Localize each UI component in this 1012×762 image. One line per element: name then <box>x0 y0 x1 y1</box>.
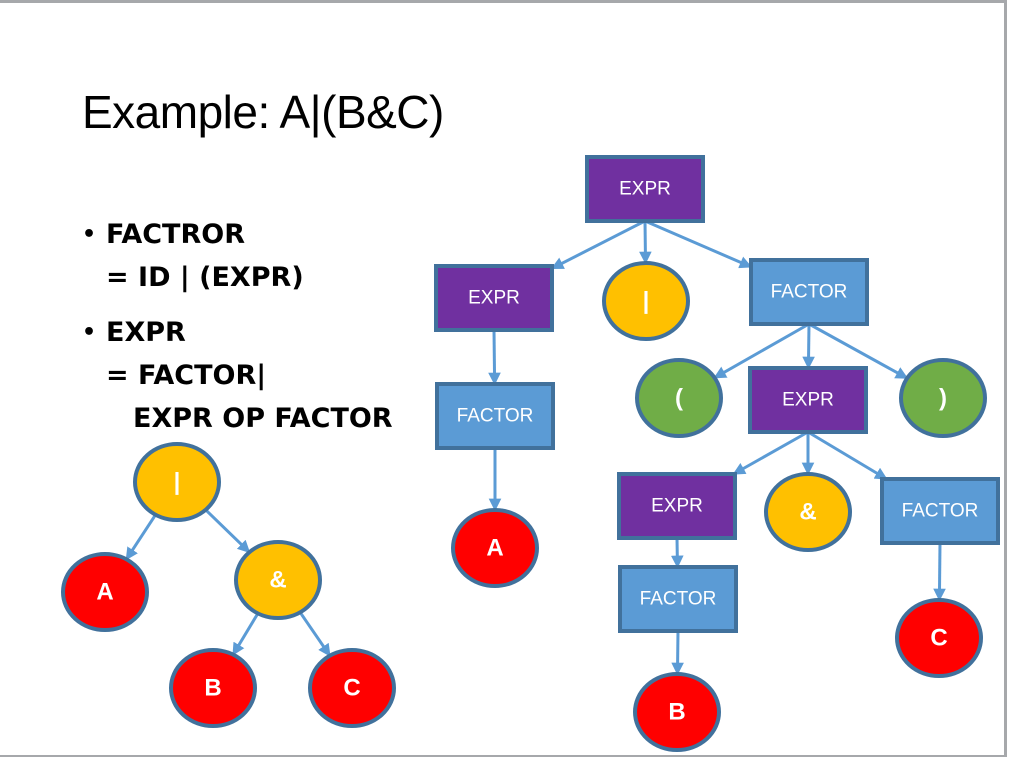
parse-tree-node-idB: B <box>633 672 721 752</box>
parse-tree-node-circle <box>764 472 852 552</box>
parse-tree-node-expr1: EXPR <box>434 264 554 332</box>
slide-title: Example: A|(B&C) <box>82 86 444 138</box>
parse-tree-node-label: FACTOR <box>902 501 979 522</box>
parse-tree-node-label: ) <box>939 385 947 412</box>
parse-tree-edge-factor3-to-idB <box>671 630 684 676</box>
parse-tree-node-circle <box>633 672 721 752</box>
rule-body-continuation: EXPR OP FACTOR <box>133 403 393 434</box>
ast-edge-or-to-and <box>204 508 251 554</box>
parse-tree-edge-factor2-to-idC <box>933 542 946 602</box>
parse-tree-node-label: FACTOR <box>771 282 848 303</box>
parse-tree-edge-factor0-to-rparen <box>808 322 909 380</box>
parse-tree-node-label: C <box>930 625 947 652</box>
rule-body: = FACTOR| <box>106 360 267 391</box>
parse-tree-node-label: A <box>486 535 503 562</box>
parse-tree-node-box <box>617 472 737 540</box>
parse-tree-node-factor0: FACTOR <box>749 258 869 326</box>
ast-node-circle <box>133 442 221 522</box>
ast-node-circle <box>234 540 322 620</box>
ast-node-a: A <box>61 552 149 632</box>
grammar-bullets: • FACTROR = ID | (EXPR) • EXPR = FACTOR|… <box>82 213 393 452</box>
parse-tree-edge-expr0-to-pipe <box>639 220 652 265</box>
parse-tree-node-circle <box>899 358 987 438</box>
ast-node-label: B <box>204 675 221 702</box>
parse-tree-node-box <box>749 258 869 326</box>
parse-tree-node-box <box>434 264 554 332</box>
parse-tree-edge-expr2-to-factor2 <box>807 430 888 481</box>
rule-body: = ID | (EXPR) <box>106 262 304 293</box>
parse-tree-node-label: EXPR <box>468 288 520 309</box>
parse-tree-node-factor2: FACTOR <box>880 477 1000 545</box>
edges-layer <box>125 219 946 676</box>
parse-tree-edge-expr0-to-expr1 <box>550 219 646 270</box>
rule-name: FACTROR <box>106 219 246 250</box>
bullet-dot-icon: • <box>82 222 97 247</box>
ast-node-label: & <box>269 567 286 594</box>
parse-tree-node-label: B <box>668 699 685 726</box>
parse-tree-node-box <box>880 477 1000 545</box>
parse-tree-node-label: EXPR <box>619 179 671 200</box>
ast-node-label: C <box>343 675 360 702</box>
parse-tree-edge-expr2-to-expr3 <box>732 430 809 476</box>
parse-tree-node-circle <box>635 358 723 438</box>
parse-tree-node-label: & <box>799 499 816 526</box>
bullet-expr-rule: • EXPR = FACTOR| EXPR OP FACTOR <box>82 311 393 440</box>
parse-tree-node-factor3: FACTOR <box>618 565 738 633</box>
parse-tree-node-label: ( <box>675 385 683 412</box>
parse-tree-edge-factor0-to-lparen <box>713 322 810 380</box>
parse-tree-node-idA: A <box>451 508 539 588</box>
parse-tree-node-circle <box>451 508 539 588</box>
parse-tree-node-pipe: | <box>602 261 690 341</box>
parse-tree-edge-expr1-to-factor1 <box>488 329 501 386</box>
ast-node-circle <box>169 648 257 728</box>
ast-node-and: & <box>234 540 322 620</box>
parse-tree-node-label: FACTOR <box>457 406 534 427</box>
parse-tree-node-idC: C <box>895 598 983 678</box>
parse-tree-node-box <box>748 366 868 434</box>
bullet-dot-icon: • <box>82 320 97 345</box>
parse-tree-node-box <box>585 155 705 223</box>
parse-tree-node-label: EXPR <box>782 390 834 411</box>
parse-tree-edge-expr0-to-factor0 <box>644 219 753 269</box>
parse-tree-node-label: | <box>643 288 650 315</box>
parse-tree-node-factor1: FACTOR <box>435 382 555 450</box>
parse-tree-node-lparen: ( <box>635 358 723 438</box>
parse-tree-node-label: FACTOR <box>640 589 717 610</box>
bullet-factor-rule: • FACTROR = ID | (EXPR) <box>82 213 393 299</box>
ast-node-circle <box>61 552 149 632</box>
parse-tree-edge-factor0-to-expr2 <box>802 323 815 370</box>
parse-tree-node-box <box>435 382 555 450</box>
parse-tree-node-expr3: EXPR <box>617 472 737 540</box>
parse-tree-node-expr2: EXPR <box>748 366 868 434</box>
parse-tree-node-expr0: EXPR <box>585 155 705 223</box>
ast-node-or: | <box>133 442 221 522</box>
ast-node-b: B <box>169 648 257 728</box>
parse-tree-node-label: EXPR <box>651 496 703 517</box>
ast-node-circle <box>308 648 396 728</box>
ast-edge-and-to-c <box>298 611 332 657</box>
ast-node-c: C <box>308 648 396 728</box>
ast-node-label: A <box>96 579 113 606</box>
nodes-layer: | A & B C EXPR EXPR | FACTOR FACTOR A ( EXPR) EXPR & FA… <box>61 155 1000 752</box>
parse-tree-node-box <box>618 565 738 633</box>
parse-tree-node-rparen: ) <box>899 358 987 438</box>
parse-tree-node-circle <box>895 598 983 678</box>
parse-tree-node-amp: & <box>764 472 852 552</box>
ast-edge-or-to-a <box>125 513 157 561</box>
parse-tree-node-circle <box>602 261 690 341</box>
rule-name: EXPR <box>106 317 186 348</box>
ast-node-label: | <box>174 469 181 496</box>
ast-edge-and-to-b <box>231 612 260 656</box>
